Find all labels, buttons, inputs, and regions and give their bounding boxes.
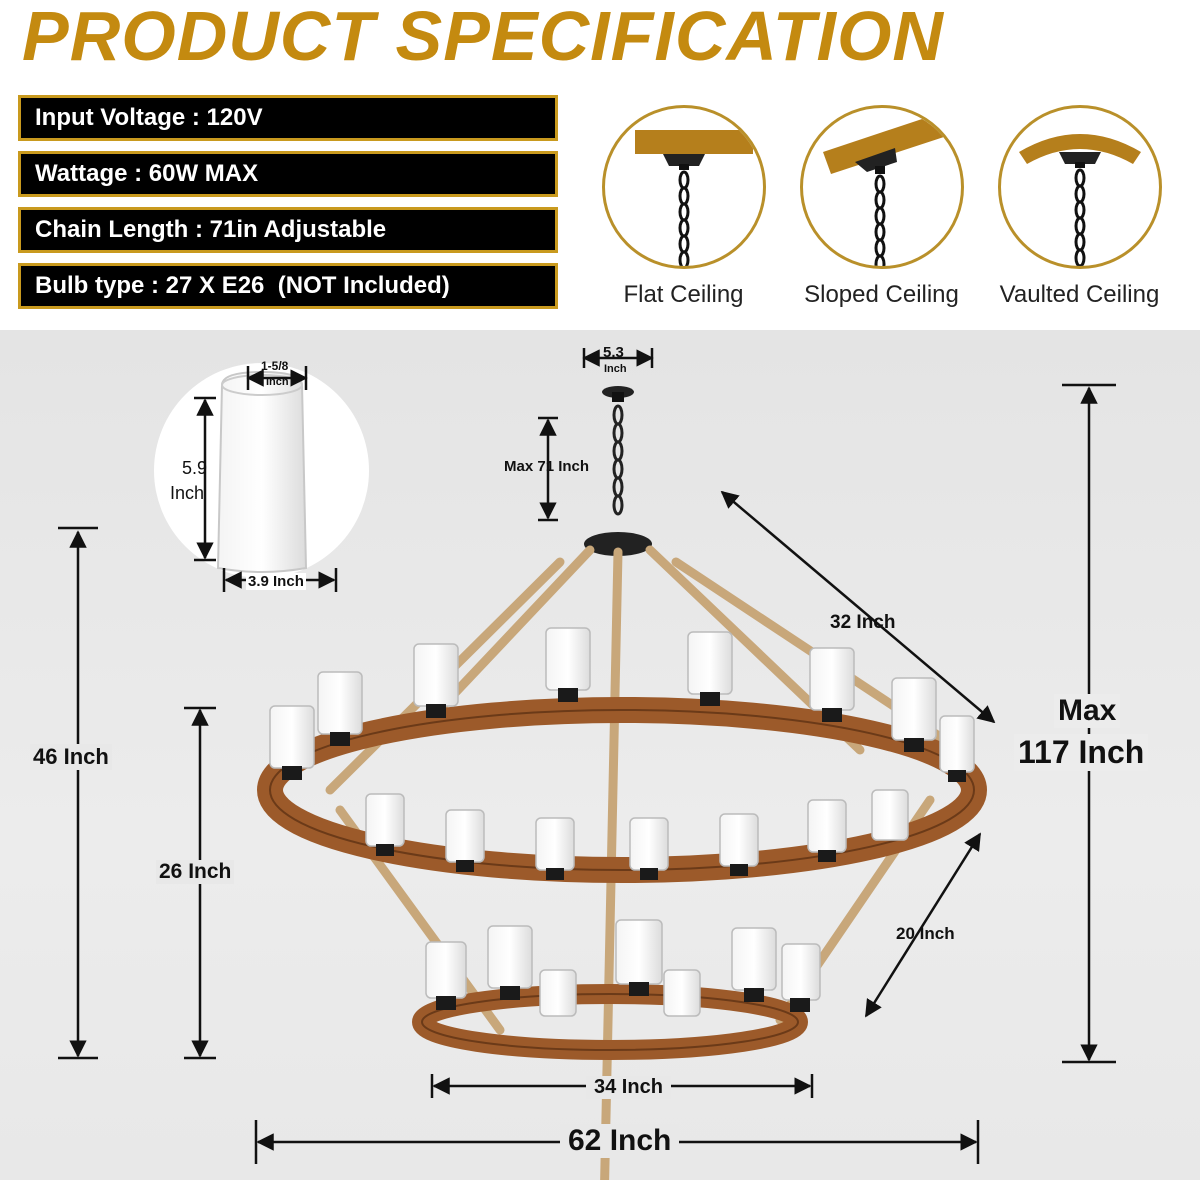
glass-width-label: 3.9 Inch [246,573,306,590]
spec-wattage: Wattage : 60W MAX [18,151,558,197]
total-width-label: 62 Inch [560,1124,680,1158]
chain-length-label: Max 71 Inch [504,458,590,475]
upper-wooden-ring [257,697,987,883]
spec-list: Input Voltage : 120V Wattage : 60W MAX C… [18,95,558,319]
diagonal-bottom-label: 20 Inch [896,924,955,943]
glass-height-label: 5.9 [182,458,208,478]
bottom-width-label: 34 Inch [586,1076,671,1099]
lower-wooden-ring [412,984,808,1060]
upper-height-label: 26 Inch [156,860,235,884]
canopy-width-label: 5.3 [603,344,624,361]
vaulted-ceiling-icon [997,105,1162,269]
ceiling-label-flat: Flat Ceiling [623,281,744,308]
ceiling-sloped: Sloped Ceiling [794,105,969,309]
flat-ceiling-icon [601,105,766,269]
canopy-chain-icon [584,386,652,556]
max-height-label: Max [1054,694,1121,728]
glass-shade-icon [216,370,308,573]
lower-sockets [436,982,810,1012]
ceiling-flat: Flat Ceiling [596,105,771,309]
sloped-ceiling-icon [799,105,964,269]
spec-input-voltage: Input Voltage : 120V [18,95,558,141]
total-height-label: 46 Inch [30,744,112,770]
spec-chain-length: Chain Length : 71in Adjustable [18,207,558,253]
ceiling-label-sloped: Sloped Ceiling [804,281,959,308]
dimension-diagram: 5.3 Inch 1-5/8 Inch 5.9 Inch 3.9 Inch Ma… [0,330,1200,1180]
ceiling-vaulted: Vaulted Ceiling [992,105,1167,309]
spec-bulb-type: Bulb type : 27 X E26 (NOT Included) [18,263,558,309]
ceiling-label-vaulted: Vaulted Ceiling [999,281,1160,308]
glass-top-width-unit: Inch [266,376,289,388]
chandelier-illustration [58,348,1116,1180]
canopy-width-unit: Inch [604,363,627,375]
glass-top-width-label: 1-5/8 [261,359,289,373]
diagonal-top-label: 32 Inch [830,612,896,633]
max-height-value: 117 Inch [1014,734,1149,771]
glass-height-unit: Inch [170,483,205,503]
page-title: PRODUCT SPECIFICATION [22,0,944,75]
